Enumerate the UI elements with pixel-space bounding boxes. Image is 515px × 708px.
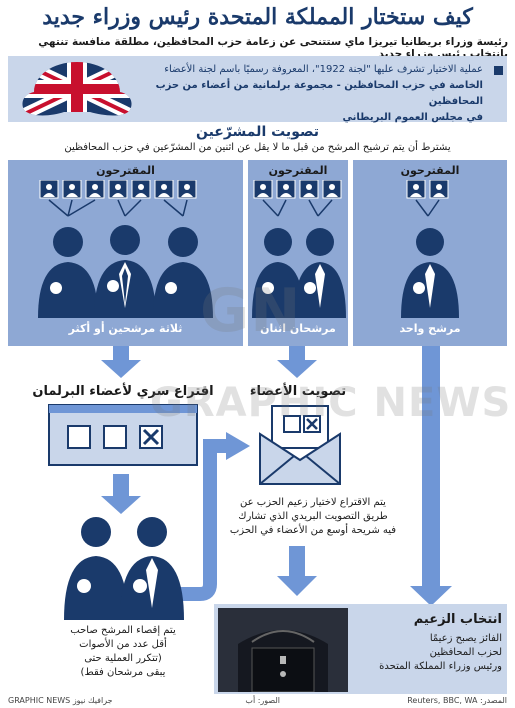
candidates-three-icon: [38, 225, 213, 318]
secret-ballot-line-2: أقل عدد من الأصوات: [79, 639, 167, 650]
member-vote-line-3: فيه شريحة أوسع من الأعضاء في الحزب: [229, 525, 397, 536]
proposers-icon-group-1: [39, 180, 197, 217]
secret-ballot-title: اقتراع سري لأعضاء البرلمان: [32, 384, 214, 399]
union-flag-tree-icon: [22, 62, 132, 116]
leader-title: انتخاب الزعيم: [413, 612, 502, 627]
footer-photos: الصور: أب: [245, 696, 280, 705]
member-vote-line-2: طريق التصويت البريدي الذي تشارك: [238, 511, 388, 522]
column-2-label: المقترحون: [268, 164, 328, 177]
member-vote-title: تصويت الأعضاء: [249, 384, 347, 399]
leader-text: الفائز يصبح زعيمًا لحزب المحافظين ورئيس …: [354, 632, 502, 674]
watermark-logo: GN: [200, 276, 302, 346]
footer-credit: GRAPHIC NEWS جرافيك نيوز: [8, 696, 113, 705]
final-two-candidates-icon: [64, 517, 184, 620]
flow-arrows: [101, 346, 452, 606]
member-vote-text: يتم الاقتراع لاختيار زعيم الحزب عن طريق …: [218, 496, 408, 538]
downing-street-door-icon: [218, 608, 348, 692]
proposers-icon-group-2: [253, 180, 342, 217]
mp-vote-title: تصويت المشرّعين: [195, 124, 320, 140]
secret-ballot-text: يتم إقصاء المرشح صاحب أقل عدد من الأصوات…: [8, 624, 238, 680]
candidate-one-icon: [401, 228, 459, 318]
column-3-footer: مرشح واحد: [399, 322, 461, 335]
secret-ballot-line-1: يتم إقصاء المرشح صاحب: [70, 625, 176, 636]
info-line-3: في مجلس العموم البريطاني: [342, 112, 483, 123]
column-1-footer: ثلاثة مرشحين أو أكثر: [68, 322, 183, 335]
column-2-footer: مرشحان اثنان: [260, 322, 336, 335]
leader-line-2: لحزب المحافظين: [429, 647, 502, 658]
watermark-text: GRAPHIC NEWS: [150, 380, 512, 426]
column-1-label: المقترحون: [96, 164, 155, 177]
postal-vote-envelope-icon: [259, 405, 341, 485]
candidates-two-icon: [252, 228, 346, 318]
page-title: كيف ستختار المملكة المتحدة رئيس وزراء جد…: [42, 4, 473, 30]
leader-line-1: الفائز يصبح زعيمًا: [429, 633, 502, 644]
column-3-label: المقترحون: [400, 164, 460, 177]
info-line-2: الخاصة في حزب المحافظين - مجموعة برلماني…: [155, 80, 483, 107]
ballot-paper-icon: [48, 404, 198, 466]
info-text: عملية الاختيار تشرف عليها "لجنة 1922"، ا…: [153, 62, 483, 126]
footer-source: المصدر: Reuters, BBC, WA: [407, 696, 507, 705]
mp-vote-subtitle: يشترط أن يتم ترشيح المرشح من قبل ما لا ي…: [64, 142, 451, 153]
leader-line-3: ورئيس وزراء المملكة المتحدة: [379, 661, 502, 672]
info-bullet: [494, 66, 503, 75]
secret-ballot-line-3: (تتكرر العملية حتى: [84, 653, 162, 664]
member-vote-line-1: يتم الاقتراع لاختيار زعيم الحزب عن: [240, 497, 386, 508]
secret-ballot-line-4: يبقى مرشحان فقط): [80, 667, 166, 678]
proposers-icon-group-3: [406, 180, 449, 217]
info-line-1: عملية الاختيار تشرف عليها "لجنة 1922"، ا…: [164, 64, 483, 75]
